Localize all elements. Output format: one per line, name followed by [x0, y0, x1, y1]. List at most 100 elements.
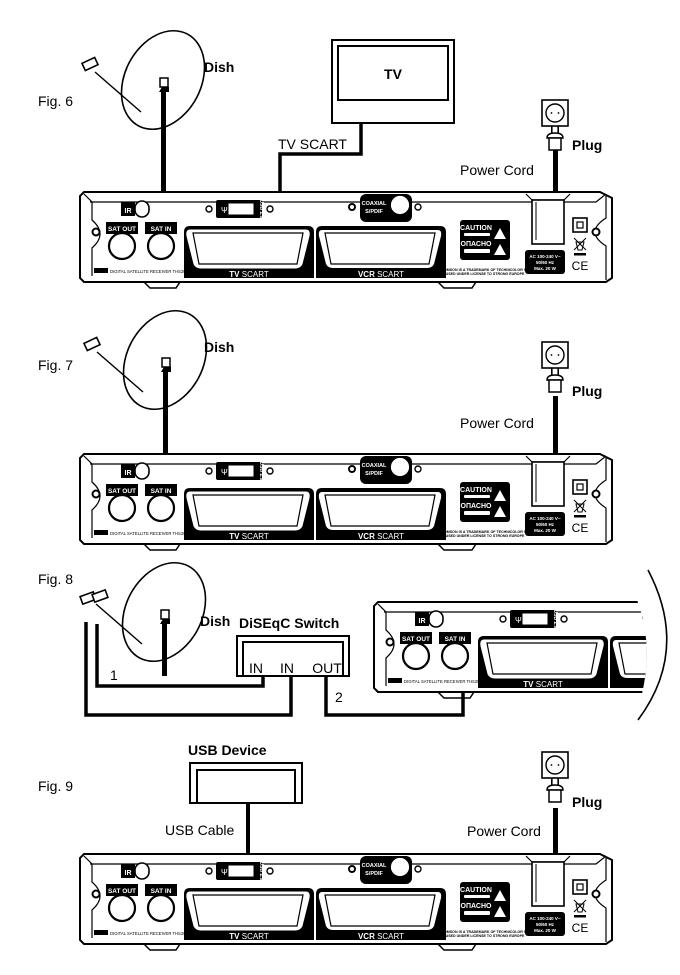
sat-in-label: SAT IN: [151, 888, 172, 895]
dish-cable: [163, 372, 168, 492]
tv-scart-label: TV SCART: [229, 932, 269, 941]
sat-out-connector-icon: [107, 231, 137, 261]
double-insulation-icon: [576, 483, 584, 491]
sat-in-label: SAT IN: [151, 226, 172, 233]
sat-out-connector-icon: [107, 493, 137, 523]
plug-label: Plug: [572, 794, 602, 810]
plug-prong-icon: [551, 778, 553, 786]
sat-in-connector-icon: [440, 641, 470, 671]
tv-scart-socket: [486, 642, 598, 675]
power-cord-label: Power Cord: [467, 823, 541, 839]
tv-scart-socket: [192, 494, 304, 527]
sat-in-connector-icon: [146, 893, 176, 923]
ir-label-bg: [121, 202, 135, 216]
tv-scart-label: TV SCART: [229, 532, 269, 541]
sat-out-label: SAT OUT: [108, 226, 136, 233]
usb-symbol-icon: Ψ: [221, 206, 228, 215]
dish-mount-icon: [160, 609, 170, 620]
figure-6: Fig. 6 Dish TV TV SCART Plug Power Cord …: [38, 29, 613, 289]
satellite-dish: [80, 29, 206, 131]
screw-hole-icon: [205, 867, 213, 875]
usb-symbol-icon: Ψ: [515, 616, 522, 625]
socket-face-icon: [545, 755, 565, 775]
switch-port-in-1: IN: [249, 660, 263, 676]
lnb-icon: [80, 56, 100, 72]
ir-sensor-icon: [134, 862, 150, 880]
tv-set: TV: [331, 39, 455, 124]
power-rating-line3: Max. 20 W: [534, 528, 557, 533]
satellite-dish: [82, 309, 208, 411]
coaxial-connector-icon: [389, 194, 411, 216]
ir-label: IR: [125, 870, 132, 877]
opasno-subtext: [464, 911, 490, 915]
screw-hole-icon: [266, 205, 274, 213]
coaxial-label: COAXIAL: [362, 463, 387, 469]
power-rating-bg: [525, 250, 565, 274]
usb-cable-label: USB Cable: [165, 822, 234, 838]
sat-in-label-bg: [439, 632, 471, 644]
power-cord-label: Power Cord: [460, 162, 534, 178]
usb-version-label: USB 2.0: [258, 862, 264, 881]
plug-icon: [546, 784, 564, 791]
usb-version-label: USB 2.0: [552, 610, 558, 629]
power-rating-line1: AC 100-240 V~: [529, 254, 561, 259]
sat-out-label-bg: [106, 484, 138, 496]
sat-in-label: SAT IN: [151, 488, 172, 495]
ce-mark: CE: [572, 259, 589, 273]
trademark-text: USED UNDER LICENSE TO STRONG EUROPE: [446, 272, 525, 276]
double-insulation-icon: [576, 883, 584, 891]
screw-hole-icon: [385, 637, 395, 647]
diseqc-switch-label: DiSEqC Switch: [239, 615, 339, 631]
sat-out-connector-icon: [401, 641, 431, 671]
usb-port-icon: [227, 202, 255, 216]
sat-in-label-bg: [145, 484, 177, 496]
model-badge: [94, 268, 108, 273]
spdif-label: S/PDIF: [365, 209, 383, 215]
caution-label: CAUTION: [460, 487, 492, 494]
usb-version-label: USB 2.0: [258, 462, 264, 481]
vcr-scart-socket: [618, 642, 647, 675]
ce-mark: CE: [572, 921, 589, 935]
figure-8: Fig. 8 Dish DiSEqC Switch IN IN OUT 1 2 …: [38, 561, 668, 721]
model-badge: [388, 678, 402, 683]
dish-reflector: [120, 29, 206, 131]
screw-hole-icon: [348, 203, 356, 211]
usb-port-icon: [521, 612, 549, 626]
model-text: DIGITAL SATELLITE RECEIVER THS200: [110, 269, 188, 274]
power-rating-bg: [525, 512, 565, 536]
opasno-label: ОПАСНО: [461, 903, 492, 910]
panel-foot: [143, 281, 181, 289]
sat-out-label: SAT OUT: [108, 888, 136, 895]
usb-device-label: USB Device: [188, 742, 267, 758]
screw-hole-icon: [266, 467, 274, 475]
diseqc-switch: IN IN OUT: [236, 635, 350, 677]
screw-hole-icon: [91, 889, 101, 899]
ce-mark: CE: [572, 521, 589, 535]
usb-port-icon: [227, 864, 255, 878]
sat-out-label-bg: [106, 884, 138, 896]
screw-hole-icon: [205, 467, 213, 475]
warning-icon: [494, 490, 506, 501]
figure-9: Fig. 9 USB Device USB Cable Plug Power C…: [38, 742, 613, 951]
screw-hole-icon: [266, 867, 274, 875]
figure-label: Fig. 9: [38, 778, 73, 794]
sat-out-label-bg: [400, 632, 432, 644]
lnb-icon: [82, 336, 102, 352]
usb-symbol-icon: Ψ: [221, 868, 228, 877]
ir-label: IR: [125, 470, 132, 477]
power-rating-line2: 50/60 Hz: [536, 522, 555, 527]
vcr-scart-label: VCR SCART: [358, 532, 404, 541]
cutaway-line: [637, 569, 668, 721]
dish-mount-icon: [161, 367, 171, 372]
wall-socket: [541, 341, 569, 393]
trademark-text: THOMSON IS A TRADEMARK OF TECHNICOLOR S.…: [439, 268, 531, 272]
weee-bin-icon: [573, 499, 587, 513]
sat-out-label: SAT OUT: [402, 636, 430, 643]
screw-hole-icon: [591, 227, 601, 237]
usb-version-label: USB 2.0: [258, 200, 264, 219]
dish-mount-icon: [161, 357, 171, 368]
plug-prong-icon: [557, 126, 559, 134]
